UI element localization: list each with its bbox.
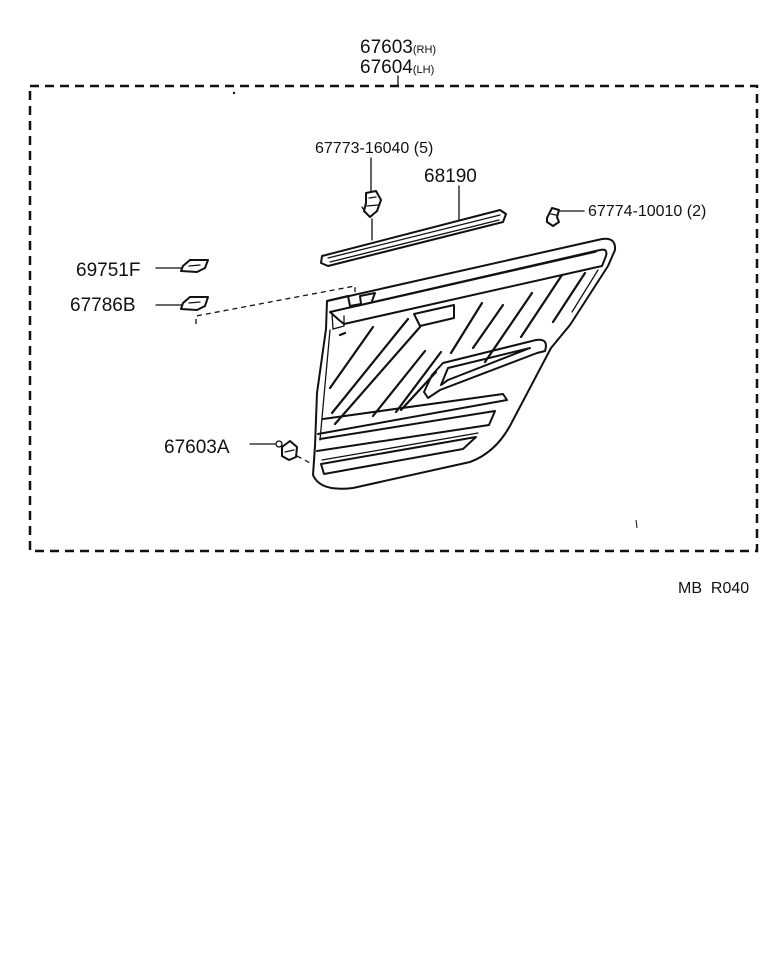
fastener-dashed-leader <box>296 455 313 465</box>
diagram-reference-code: MB R040 <box>678 580 749 597</box>
pad-upper-label: 69751F <box>76 260 140 281</box>
speck-mark <box>232 91 236 95</box>
pad-lower-dashed-leader <box>195 285 356 324</box>
assembly-rh-label: 67603(RH) <box>360 37 436 58</box>
assembly-boundary-frame <box>28 84 759 553</box>
door-trim-board <box>312 237 617 490</box>
fastener-icon <box>275 440 298 461</box>
clip-right-icon <box>546 207 560 227</box>
weatherstrip-label: 68190 <box>424 166 477 187</box>
pad-lower-icon <box>180 296 209 311</box>
clip-right-label: 67774-10010 (2) <box>588 203 706 220</box>
speck-mark <box>635 519 638 529</box>
pad-lower-label: 67786B <box>70 295 136 316</box>
assembly-lh-label: 67604(LH) <box>360 57 434 78</box>
weatherstrip-strip <box>320 209 507 267</box>
clip-upper-label: 67773-16040 (5) <box>315 140 433 157</box>
clip-upper-icon <box>361 190 382 218</box>
pad-upper-icon <box>180 259 209 273</box>
fastener-label: 67603A <box>164 437 230 458</box>
